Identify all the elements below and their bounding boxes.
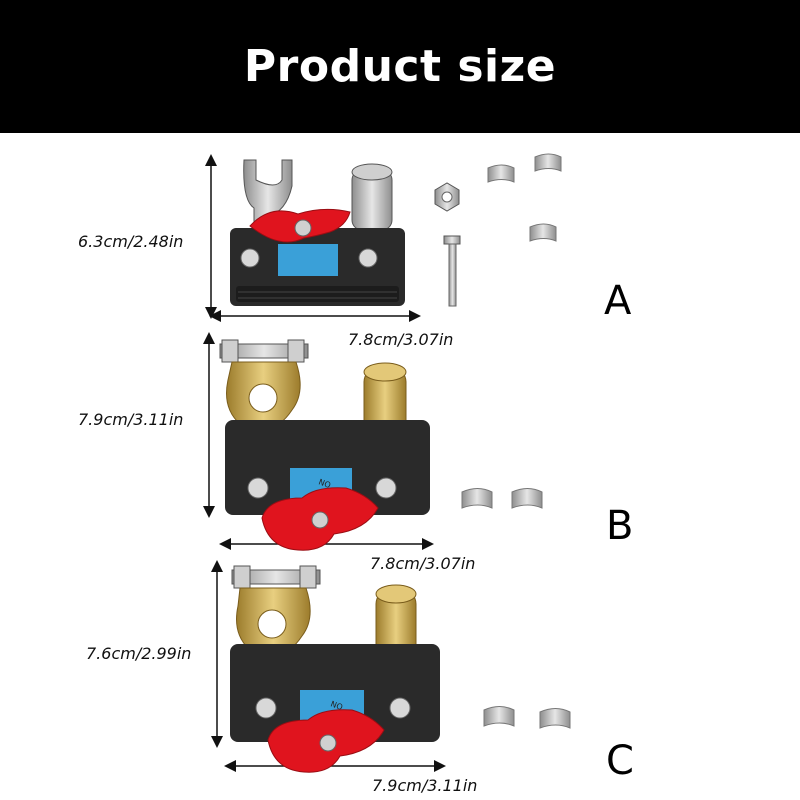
product-b-illustration: NO <box>203 332 543 551</box>
product-c-bolt-right <box>389 697 411 719</box>
product-b-top-bolt <box>219 343 309 359</box>
product-b-height-label: 7.9cm/3.11in <box>78 410 184 429</box>
product-b-bolt-left <box>247 477 269 499</box>
product-a-clamp <box>243 159 293 231</box>
product-a-bolt-left <box>240 248 260 268</box>
product-c-shim-2 <box>539 708 571 729</box>
product-b-letter: B <box>606 503 634 549</box>
product-c-illustration: NO <box>211 560 571 773</box>
product-a-height-label: 6.3cm/2.48in <box>78 232 184 251</box>
product-c-top-bolt <box>231 569 321 585</box>
product-a-bolt-right <box>358 248 378 268</box>
product-a-screw-icon <box>443 235 461 245</box>
product-c-shim-1 <box>483 706 515 727</box>
product-c-width-label: 7.9cm/3.11in <box>372 776 478 795</box>
product-a-shim-2 <box>534 153 562 172</box>
product-c-letter: C <box>606 738 634 784</box>
page-title: Product size <box>243 41 557 92</box>
product-b-shim-1 <box>461 488 493 509</box>
product-c-bolt-left <box>255 697 277 719</box>
product-b-shim-2 <box>511 488 543 509</box>
product-b-dial-text: NO <box>317 477 332 490</box>
product-c-dial-text: NO <box>329 699 344 712</box>
product-b-width-label: 7.8cm/3.07in <box>370 554 476 573</box>
product-a-width-label: 7.8cm/3.07in <box>348 330 454 349</box>
product-a-dial <box>278 244 338 276</box>
product-a-shim-3 <box>529 223 557 242</box>
product-b-bolt-right <box>375 477 397 499</box>
product-c-height-label: 7.6cm/2.99in <box>86 644 192 663</box>
header-banner: Product size <box>0 0 800 133</box>
product-a-illustration <box>205 153 562 322</box>
product-a-shim-1 <box>487 164 515 183</box>
product-a-letter: A <box>604 278 632 324</box>
